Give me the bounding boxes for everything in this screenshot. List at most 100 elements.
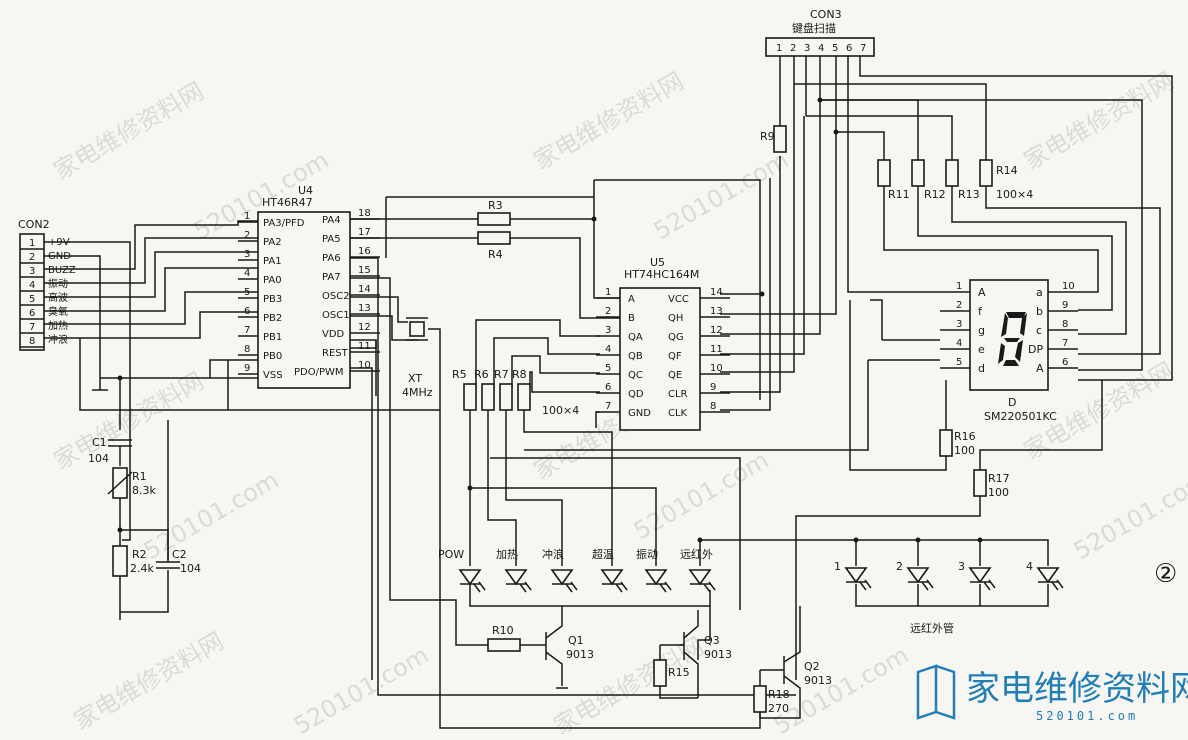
r15-label: R15 <box>668 666 690 679</box>
display-pin-name: e <box>978 343 985 356</box>
led-label: 振动 <box>636 547 658 561</box>
led-icon-ray <box>565 583 573 593</box>
q2-label: Q2 <box>804 660 820 673</box>
u4-pin-number: 17 <box>358 227 371 238</box>
r8-label: R8 <box>512 368 527 381</box>
con2-pin-number: 7 <box>29 322 35 333</box>
u5-pin-number: 2 <box>605 306 611 317</box>
con3-pin-number: 3 <box>804 43 810 54</box>
display-pin-name: A <box>978 286 986 299</box>
watermark-text: 家电维修资料网 <box>1019 67 1178 175</box>
r1-label: R1 <box>132 470 147 483</box>
r17-body <box>973 469 987 497</box>
r12-body <box>911 159 925 187</box>
con2-signal-label: 冲浪 <box>48 333 68 346</box>
r2-body <box>112 545 128 577</box>
u4-pin-name: PA3/PFD <box>263 218 305 229</box>
r6-body <box>481 383 495 411</box>
u5-pin-name: QF <box>668 351 682 362</box>
r58-value: 100×4 <box>542 404 579 417</box>
con3-title: CON3 <box>810 8 842 21</box>
u5-pin-name: A <box>628 294 635 305</box>
display-body <box>969 279 1049 391</box>
led-icon-ray <box>620 581 628 591</box>
c1-label: C1 <box>92 436 107 449</box>
watermark-text: 家电维修资料网 <box>49 77 208 185</box>
r5-body <box>463 383 477 411</box>
display-pin-name: A <box>1036 362 1044 375</box>
watermark-url: 520101.com <box>1069 466 1188 566</box>
led-label: 远红外 <box>680 548 713 561</box>
u4-pin-number: 7 <box>244 325 250 336</box>
u4-pin-number: 5 <box>244 287 250 298</box>
u5-pin-number: 8 <box>710 401 716 412</box>
led-icon-ray <box>478 581 486 591</box>
con2-title: CON2 <box>18 218 50 231</box>
r9-label: R9 <box>760 130 775 143</box>
display-pin-name: DP <box>1028 343 1043 356</box>
con2-pin-number: 6 <box>29 308 35 319</box>
figure-number: ② <box>1154 559 1177 589</box>
u4-pin-number: 9 <box>244 363 250 374</box>
led-icon-ray <box>524 581 532 591</box>
con3-pin-number: 2 <box>790 43 796 54</box>
q1-transistor: R10 Q1 9013 <box>487 606 594 689</box>
con2-wires <box>44 220 761 729</box>
con3-pin-number: 1 <box>776 43 782 54</box>
u5-pin-name: QB <box>628 351 643 362</box>
r11-label: R11 <box>888 188 910 201</box>
u4-ref: U4 <box>298 184 313 197</box>
ir-led-icon-ray <box>859 581 867 591</box>
display-pin-name: d <box>978 362 985 375</box>
led-icon-ray <box>519 583 527 593</box>
u5-pin-name: CLK <box>668 408 688 419</box>
con2-pin-number: 8 <box>29 336 35 347</box>
led-icon <box>550 569 574 586</box>
u5-pin-number: 10 <box>710 363 723 374</box>
u5-pin-name: VCC <box>668 294 689 305</box>
u4-pin-number: 1 <box>244 211 250 222</box>
ir-led-icon-ray <box>926 579 934 589</box>
reset-network: C1 104 R1 8.3k R2 2.4k C2 104 <box>88 378 201 620</box>
u4-pin-number: 3 <box>244 249 250 260</box>
r14-value: 100×4 <box>996 188 1033 201</box>
r14-label: R14 <box>996 164 1018 177</box>
r3-body <box>477 212 511 226</box>
u4-pin-name: PA5 <box>322 234 341 245</box>
r2-label: R2 <box>132 548 147 561</box>
u4-pin-name: PA4 <box>322 215 341 226</box>
u4-body <box>257 211 351 389</box>
led-icon <box>458 569 482 586</box>
crystal-xt: XT 4MHz <box>350 296 441 410</box>
r13-label: R13 <box>958 188 980 201</box>
r9-body <box>773 125 787 153</box>
led-icon-ray <box>473 583 481 593</box>
u4-pin-name: PA0 <box>263 275 282 286</box>
u5-pin-number: 4 <box>605 344 611 355</box>
r10-body <box>487 638 521 652</box>
u4-pin-name: PA2 <box>263 237 282 248</box>
u4-pin-name: PA7 <box>322 272 341 283</box>
r3-label: R3 <box>488 199 503 212</box>
display-pin-number: 8 <box>1062 319 1068 330</box>
resistor-bank-r11-r14: R11 R12 R13 R14 100×4 <box>877 159 1161 355</box>
ir-led-icon-ray <box>1051 581 1059 591</box>
u5-output-wires: 100×4 <box>475 84 837 428</box>
q2-value: 9013 <box>804 674 832 687</box>
u4-pin-name: VDD <box>322 329 345 340</box>
ir-led-icon-ray <box>921 581 929 591</box>
con2-pin-number: 5 <box>29 294 35 305</box>
u4-pin-name: PB0 <box>263 351 282 362</box>
led-icon-ray <box>615 583 623 593</box>
ir-led-number: 2 <box>896 560 903 573</box>
display-pin-number: 5 <box>956 357 962 368</box>
ir-led-icon <box>1036 567 1060 584</box>
u5-pin-number: 3 <box>605 325 611 336</box>
display-pin-number: 3 <box>956 319 962 330</box>
display-pin-number: 6 <box>1062 357 1068 368</box>
led-icon <box>644 569 668 586</box>
u5-pin-name: QG <box>668 332 684 343</box>
